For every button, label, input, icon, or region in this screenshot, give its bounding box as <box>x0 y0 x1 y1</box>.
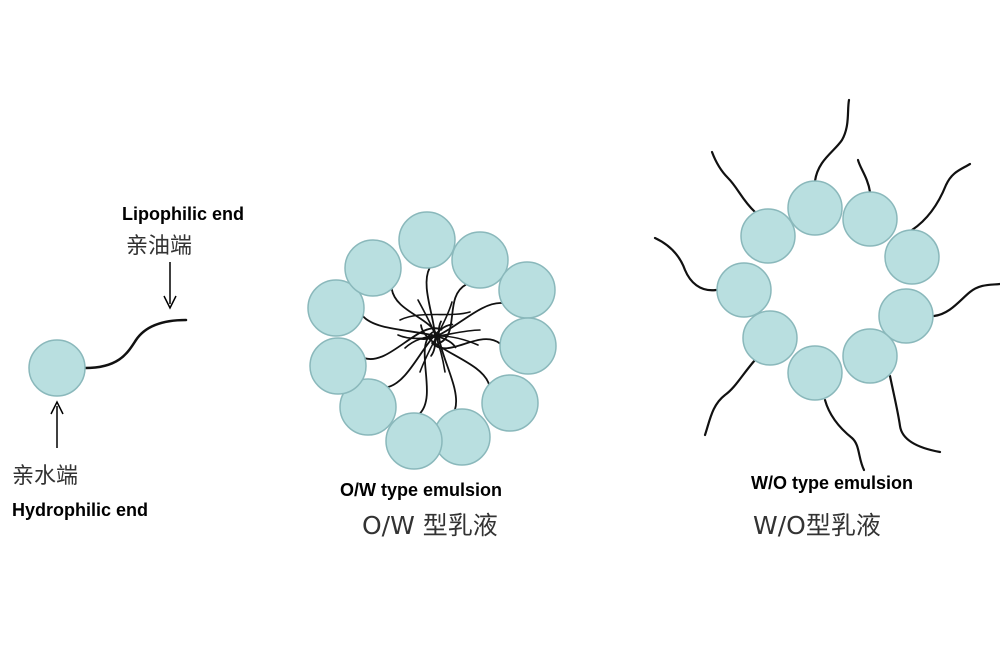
lipophilic-tail <box>418 331 434 415</box>
hydrophilic-head <box>28 339 86 397</box>
lipophilic-tail <box>888 374 942 454</box>
hydrophilic-head <box>787 180 843 236</box>
hydrophilic-head <box>385 412 443 470</box>
wo-emulsion-title-zh: W/O型乳液 <box>753 511 881 540</box>
hydrophilic-arrowhead <box>50 400 64 415</box>
hydrophilic-head <box>498 261 556 319</box>
lipophilic-arrowhead <box>163 295 177 310</box>
hydrophilic-head <box>307 279 365 337</box>
lipophilic-end-label-zh: 亲油端 <box>126 234 193 259</box>
hydrophilic-end-label: Hydrophilic end <box>12 500 149 520</box>
lipophilic-tail <box>417 299 446 373</box>
hydrophilic-head <box>499 317 557 375</box>
lipophilic-end-label: Lipophilic end <box>122 204 244 224</box>
hydrophilic-head <box>884 229 940 285</box>
lipophilic-tail <box>710 150 757 214</box>
wo-emulsion-micelle <box>653 98 1000 472</box>
wo-tails <box>653 98 1000 472</box>
hydrophilic-head <box>451 231 509 289</box>
lipophilic-tail <box>425 267 437 357</box>
ow-emulsion-title-zh: O/W 型乳液 <box>362 511 498 540</box>
wo-emulsion-title: W/O type emulsion <box>751 473 914 493</box>
lipophilic-tail <box>910 162 972 232</box>
hydrophilic-head <box>842 191 898 247</box>
hydrophilic-head <box>339 378 397 436</box>
hydrophilic-head <box>740 208 796 264</box>
lipophilic-tail <box>361 315 457 349</box>
hydrophilic-head <box>716 262 772 318</box>
lipophilic-tail <box>399 311 471 321</box>
lipophilic-tail <box>653 236 718 292</box>
hydrophilic-head <box>878 288 934 344</box>
lipophilic-tail <box>420 324 490 386</box>
ow-emulsion-micelle <box>307 211 557 470</box>
ow-tails <box>361 267 504 415</box>
hydrophilic-head <box>309 337 367 395</box>
hydrophilic-head <box>344 239 402 297</box>
lipophilic-tail <box>386 323 454 388</box>
lipophilic-tail <box>83 318 188 370</box>
lipophilic-tail <box>823 398 866 472</box>
hydrophilic-head <box>481 374 539 432</box>
hydrophilic-head <box>787 345 843 401</box>
hydrophilic-head <box>742 310 798 366</box>
hydrophilic-head <box>398 211 456 269</box>
lipophilic-tail <box>431 338 501 350</box>
hydrophilic-end-label-zh: 亲水端 <box>12 464 79 489</box>
lipophilic-tail <box>813 98 851 183</box>
single-surfactant-molecule <box>28 262 188 448</box>
lipophilic-tail <box>364 327 443 360</box>
hydrophilic-head <box>842 328 898 384</box>
lipophilic-tail <box>703 358 757 437</box>
lipophilic-tail <box>856 158 872 194</box>
lipophilic-tail <box>397 329 481 340</box>
lipophilic-tail <box>932 282 1000 318</box>
ow-emulsion-title: O/W type emulsion <box>340 480 503 500</box>
lipophilic-tail <box>437 283 468 345</box>
